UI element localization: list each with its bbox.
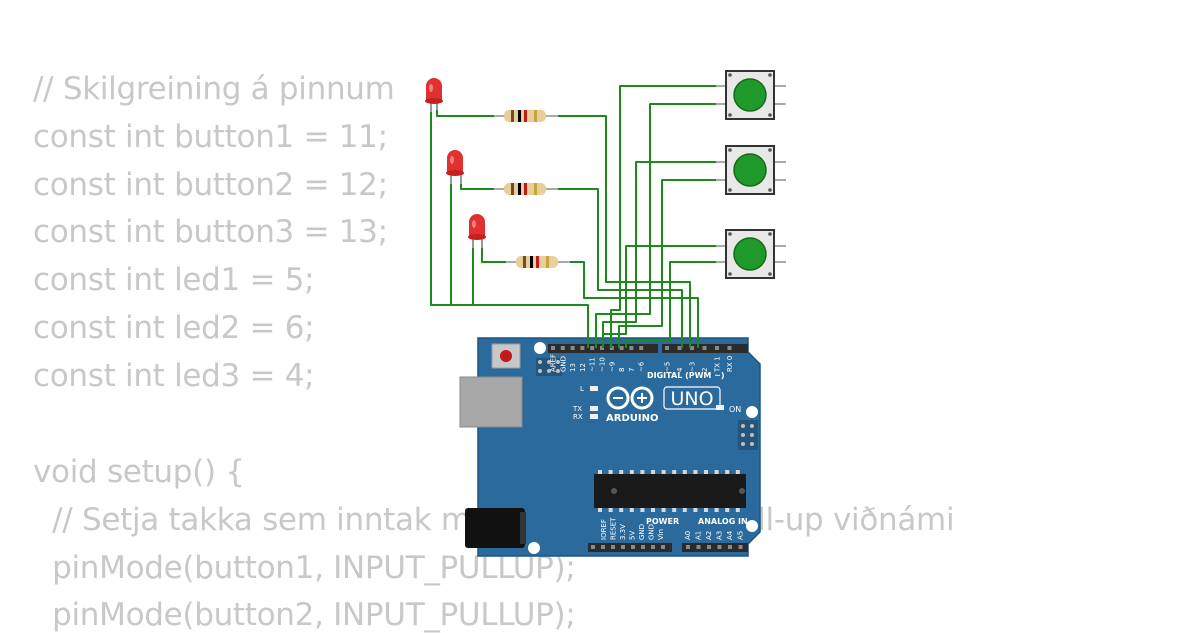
led-2[interactable] (446, 150, 464, 184)
resistor-2[interactable] (494, 183, 558, 195)
code-line: const int button2 = 12; (33, 167, 388, 203)
analog-header (682, 543, 748, 552)
power-section-label: POWER (646, 517, 679, 526)
code-line: const int button3 = 13; (33, 214, 388, 250)
usb-port (459, 376, 523, 428)
code-line: // Skilgreining á pinnum (33, 71, 395, 107)
board-model-label: UNO (670, 388, 713, 410)
analog-pin-label: A4 (726, 530, 734, 540)
analog-section-label: ANALOG IN (698, 517, 748, 526)
digital-pin-label: 12 (579, 363, 587, 372)
atmega-chip (594, 474, 746, 508)
digital-pin-label: ~10 (599, 357, 607, 372)
arduino-logo (606, 386, 721, 410)
code-line: const int led3 = 4; (33, 358, 315, 394)
mounting-hole (534, 342, 546, 354)
digital-pin-label: ~3 (689, 362, 697, 372)
mounting-hole (746, 520, 758, 532)
digital-pin-label: 7 (628, 368, 636, 372)
analog-pin-label: A5 (737, 531, 745, 540)
pushbutton-3[interactable] (716, 229, 786, 279)
resistor-1[interactable] (494, 110, 558, 122)
digital-pin-label: 4 (676, 367, 684, 372)
code-line: pinMode(button2, INPUT_PULLUP); (33, 597, 576, 633)
digital-pin-label: ~9 (608, 362, 616, 372)
mounting-hole (746, 406, 758, 418)
digital-pin-label: ~11 (589, 357, 597, 372)
wire-led1-resistor (436, 108, 500, 117)
power-pin-label: 3.3V (619, 524, 627, 540)
wire-led1-gnd (430, 110, 589, 348)
led-1[interactable] (425, 78, 443, 112)
resistor-3[interactable] (506, 256, 570, 268)
analog-pin-label: A2 (705, 531, 713, 540)
digital-pin-label: 2 (701, 368, 709, 372)
analog-pin-label: A1 (695, 531, 703, 540)
digital-pin-label: GND (559, 356, 567, 372)
wire-button2-pin12 (602, 161, 726, 348)
l-led-label: L (580, 385, 584, 393)
arduino-board[interactable]: UNO ARDUINO DIGITAL (PWM ~) ON L TX RX P… (459, 337, 761, 557)
wire-resistor3-pin4 (564, 261, 699, 348)
digital-pin-label: 13 (569, 363, 577, 372)
wire-led2-resistor (460, 182, 500, 190)
pushbutton-2[interactable] (716, 145, 786, 195)
power-pin-label: GND (648, 524, 656, 540)
digital-pin-label: ~6 (638, 361, 646, 372)
led-3[interactable] (468, 214, 486, 248)
on-led-label: ON (729, 405, 741, 414)
digital-pins-label: DIGITAL (PWM ~) (647, 371, 725, 380)
power-pin-label: Vin (657, 529, 665, 540)
wire-led3-resistor (481, 246, 512, 263)
power-jack (465, 508, 525, 548)
analog-pin-label: A0 (684, 531, 692, 540)
code-line: pinMode(button1, INPUT_PULLUP); (33, 550, 576, 586)
wire-resistor2-pin6 (552, 188, 683, 348)
wire-button3-pin13 (604, 245, 726, 335)
tx-led-label: TX (572, 405, 582, 413)
power-pin-label: IOREF (600, 519, 608, 540)
power-pin-label: 5V (629, 531, 637, 540)
board-brand-label: ARDUINO (606, 413, 658, 424)
wire-button1-pin11 (610, 85, 726, 348)
digital-pin-label: TX 1 (714, 356, 722, 373)
code-line: const int led1 = 5; (33, 262, 315, 298)
power-header (588, 543, 672, 552)
wire-button3-gnd (625, 261, 726, 348)
digital-pin-label: 8 (618, 368, 626, 372)
rx-led-label: RX (573, 413, 583, 421)
code-line: const int button1 = 11; (33, 119, 388, 155)
digital-pin-label: AREF (550, 354, 558, 372)
code-line: const int led2 = 6; (33, 310, 315, 346)
wire-button1-gnd (595, 103, 726, 348)
mounting-hole (528, 542, 540, 554)
power-pin-label: RESET (610, 517, 618, 540)
code-line: void setup() { (33, 454, 245, 490)
wire-resistor1-pin5 (552, 115, 691, 348)
digital-pin-label: ~5 (664, 362, 672, 372)
power-pin-label: GND (638, 524, 646, 540)
pushbutton-1[interactable] (716, 70, 786, 120)
digital-pin-label: RX 0 (726, 356, 734, 372)
analog-pin-label: A3 (716, 531, 724, 540)
